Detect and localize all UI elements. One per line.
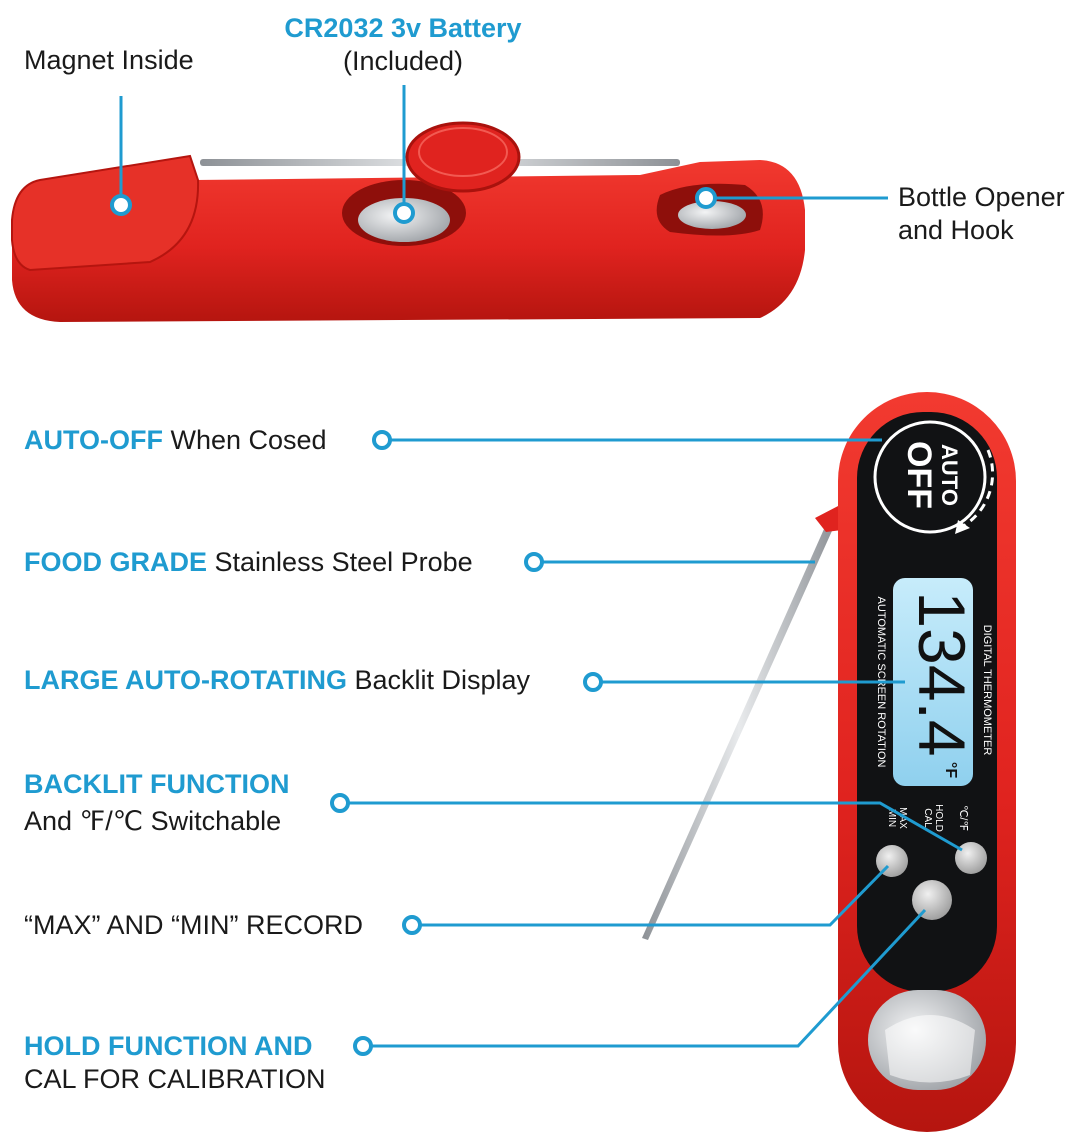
battery-title: CR2032 3v Battery (284, 13, 522, 43)
backlit-cf-button[interactable] (955, 842, 987, 874)
hold-cal-button[interactable] (912, 880, 952, 920)
front-thermometer: AUTO OFF 134.4 °F DIGITAL THERMOMETER AU… (642, 392, 1016, 1132)
auto-off-bold: AUTO-OFF (24, 425, 163, 455)
food-grade-bold: FOOD GRADE (24, 547, 208, 577)
bottle-opener-metal (678, 201, 746, 229)
maxmin-marker (402, 915, 422, 935)
probe-hinge (815, 505, 842, 532)
large-display-marker (583, 672, 603, 692)
bottle-opener-marker (695, 187, 717, 209)
btn-hold-label-2: CAL (922, 808, 933, 828)
magnet-cap (11, 154, 200, 272)
top-thermometer (11, 121, 805, 322)
btn-hold-label-1: HOLD (933, 804, 944, 832)
magnet-label: Magnet Inside (24, 45, 194, 75)
magnet-marker (110, 194, 132, 216)
large-display-callout: LARGE AUTO-ROTATING Backlit Display (24, 663, 530, 697)
btn-max-label-2: MIN (886, 809, 897, 827)
top-callout-lines (110, 85, 888, 224)
backlit-bold: BACKLIT FUNCTION (24, 769, 290, 799)
lcd-screen (893, 578, 973, 786)
hold-bold: HOLD FUNCTION AND (24, 1031, 313, 1061)
front-callout-lines (330, 430, 963, 1056)
backlit-marker (330, 793, 350, 813)
food-grade-marker (524, 552, 544, 572)
large-display-rest: Backlit Display (346, 665, 531, 695)
battery-subtitle: (Included) (342, 46, 464, 76)
maxmin-callout: “MAX” AND “MIN” RECORD (24, 910, 363, 940)
large-display-bold: LARGE AUTO-ROTATING (24, 665, 347, 695)
food-grade-callout: FOOD GRADE Stainless Steel Probe (24, 545, 473, 579)
battery-cover-ring (418, 127, 508, 177)
auto-text: AUTO (937, 444, 962, 506)
btn-cf-label: ℃/℉ (957, 805, 969, 831)
bottle-opener-line2: and Hook (898, 215, 1014, 245)
auto-off-rest: When Cosed (162, 425, 327, 455)
auto-off-callout: AUTO-OFF When Cosed (24, 423, 327, 457)
off-text: OFF (900, 441, 938, 509)
auto-off-marker (372, 430, 392, 450)
digital-thermometer-label: DIGITAL THERMOMETER (981, 625, 993, 756)
lcd-unit: °F (942, 762, 959, 778)
battery-cover (405, 121, 521, 193)
battery-marker (393, 202, 415, 224)
bottle-opener-line1: Bottle Opener (898, 182, 1065, 212)
backlit-rest: And ℉/℃ Switchable (24, 806, 282, 836)
auto-off-arrow (955, 520, 970, 534)
auto-off-circle (873, 420, 987, 534)
hold-marker (353, 1036, 373, 1056)
btn-max-label-1: MAX (897, 807, 908, 829)
auto-off-arc (959, 449, 995, 530)
front-probe (642, 520, 836, 940)
food-grade-rest: Stainless Steel Probe (207, 547, 473, 577)
hold-rest: CAL FOR CALIBRATION (24, 1064, 326, 1094)
bottle-opener-hole-front (885, 1015, 975, 1083)
lcd-reading: 134.4 (905, 591, 979, 756)
